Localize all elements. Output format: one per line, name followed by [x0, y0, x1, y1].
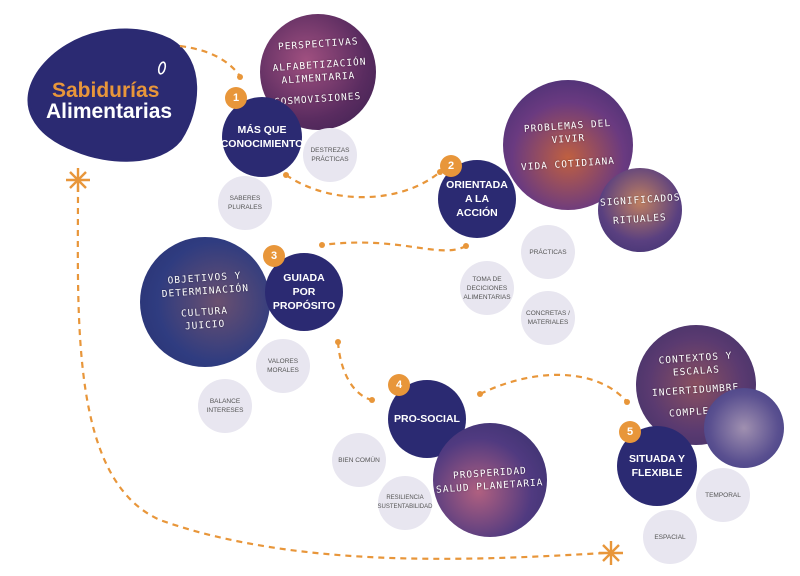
node-4-badge: 4 [388, 374, 410, 396]
title-line2: Alimentarias [46, 100, 173, 123]
satellite-espacial: ESPACIAL [643, 510, 697, 564]
satellite-valores: VALORES MORALES [256, 339, 310, 393]
photo-circle-2b: Significados Rituales [598, 168, 682, 252]
photo-word: Juicio [184, 318, 226, 333]
photo-word: Salud planetaria [435, 477, 545, 496]
photo-circle-4: Prosperidad Salud planetaria [433, 423, 547, 537]
connector-dots [237, 74, 630, 405]
photo-word: Vida cotidiana [520, 155, 616, 173]
title-line1: Sabidurías [52, 79, 160, 102]
title-blob [27, 28, 198, 162]
node-3-badge: 3 [263, 245, 285, 267]
photo-word: Rituales [612, 212, 668, 227]
satellite-practicas: PRÁCTICAS [521, 225, 575, 279]
node-1-circle[interactable]: MÁS QUE CONOCIMIENTO [221, 97, 303, 177]
satellite-destrezas: DESTREZAS PRÁCTICAS [303, 128, 357, 182]
photo-word: Significados [599, 192, 681, 209]
satellite-saberes: SABERES PLURALES [218, 176, 272, 230]
photo-word: Alfabetización alimentaria [272, 56, 367, 87]
satellite-temporal: TEMPORAL [696, 468, 750, 522]
photo-word: Contextos y escalas [658, 350, 733, 379]
satellite-toma-decisiones: TOMA DE DECICIONES ALIMENTARIAS [460, 261, 514, 315]
photo-circle-3: Objetivos y determinación Cultura Juicio [140, 237, 270, 367]
photo-circle-5b [704, 388, 784, 468]
node-2-badge: 2 [440, 155, 462, 177]
photo-word: Objetivos y determinación [161, 270, 250, 301]
satellite-concretas: CONCRETAS / MATERIALES [521, 291, 575, 345]
photo-word: Problemas del vivir [523, 117, 612, 146]
satellite-resiliencia: RESILIENCIA SUSTENTABILIDAD [378, 476, 432, 530]
satellite-bien-comun: BIEN COMÚN [332, 433, 386, 487]
satellite-balance: BALANCE INTERESES [198, 379, 252, 433]
photo-word: Perspectivas [277, 36, 359, 53]
blob-highlight [157, 61, 167, 75]
dashed-connectors [76, 44, 628, 560]
node-1-badge: 1 [225, 87, 247, 109]
asterisk-icon [599, 541, 623, 565]
node-5-badge: 5 [619, 421, 641, 443]
asterisk-icon [66, 168, 90, 192]
